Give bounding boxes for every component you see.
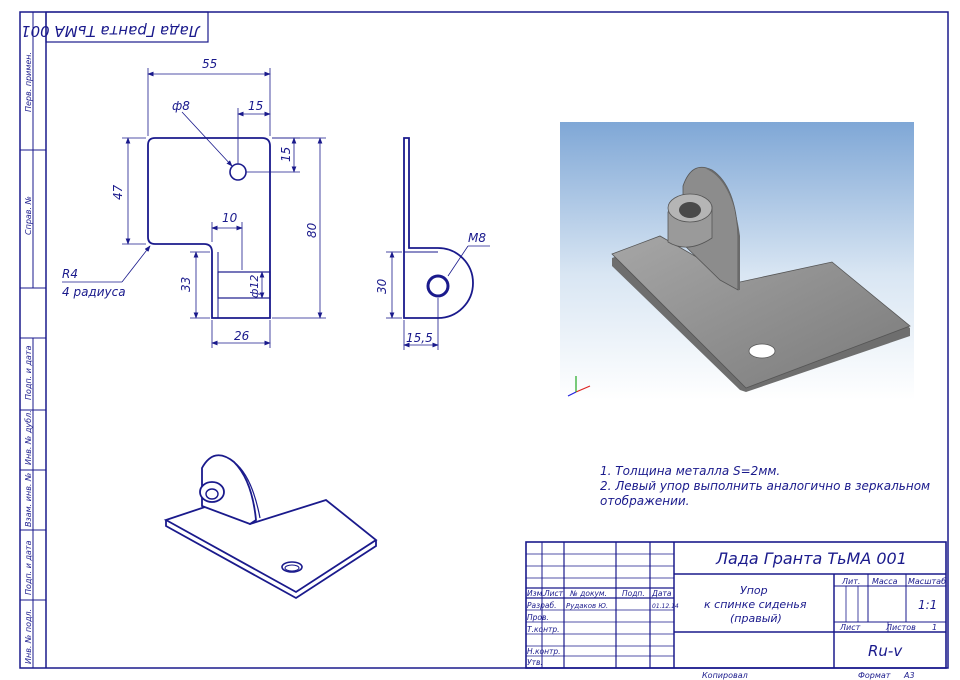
part-name-line-3: (правый) [730,612,782,625]
rotated-designation: Лада Гранта ТьМА 001 [21,22,201,40]
outer-frame [19,11,949,669]
dim-15-5: 15,5 [406,331,433,345]
row-utv: Утв. [527,658,543,667]
sheets-label: Листов [885,623,916,632]
side-label-podp-data-1: Подп. и дата [24,345,33,400]
col-list: Лист [543,589,564,598]
front-view [62,68,326,348]
side-label-vzam-inv: Взам. инв. № [24,473,33,527]
dim-26: 26 [234,329,250,343]
side-label-perv-primen: Перв. примен. [24,52,33,112]
side-label-podp-data-2: Подп. и дата [24,540,33,595]
dim-phi8: ф8 [172,99,190,113]
developer-name: Рудаков Ю. [566,602,608,610]
side-label-inv-dubl: Инв. № дубл. [24,410,33,465]
side-label-inv-podl: Инв. № подл. [24,609,33,664]
format-value: А3 [903,671,915,680]
rotated-designation-box [45,11,209,43]
stamp-designation: Лада Гранта ТьМА 001 [715,549,907,568]
lit-label: Лит. [841,577,860,586]
col-doc: № докум. [569,589,607,598]
developer-date: 01.12.14 [652,603,679,610]
hole-3d [748,343,776,359]
dim-m8: М8 [468,231,486,245]
col-izm: Изм. [527,589,545,598]
scale-label: Масштаб [908,577,946,586]
render-3d [560,122,914,400]
dim-30: 30 [375,278,389,294]
part-name-line-2: к спинке сиденья [704,598,807,611]
note-1: 1. Толщина металла S=2мм. [600,464,781,478]
row-razrab: Разраб. [527,601,556,610]
dim-phi12: ф12 [248,275,261,298]
row-tkontr: Т.контр. [527,625,560,634]
thread-m8-side [426,274,450,298]
dim-55: 55 [202,57,217,71]
scale-value: 1:1 [918,598,937,612]
part-name-line-1: Упор [740,584,768,597]
dim-15-horizontal: 15 [248,99,263,113]
dim-15-vertical: 15 [279,147,293,162]
row-nkontr: Н.контр. [527,647,561,656]
dim-r4: R4 [62,267,78,281]
dim-10: 10 [222,211,238,225]
dim-r4-note: 4 радиуса [62,285,126,299]
copied-label: Копировал [702,671,748,680]
format-label: Формат [858,671,891,680]
col-date: Дата [651,589,672,598]
side-label-sprav: Справ. № [24,196,33,235]
dim-47: 47 [111,184,125,200]
note-3: отображении. [600,494,690,508]
sheets-value: 1 [932,623,937,632]
note-2: 2. Левый упор выполнить аналогично в зер… [600,479,931,493]
dim-33: 33 [179,277,193,292]
technical-notes: 1. Толщина металла S=2мм. 2. Левый упор … [600,464,940,509]
hole-8-front [229,163,247,181]
mass-label: Масса [872,577,898,586]
title-block [525,541,947,669]
dim-80: 80 [305,222,319,238]
sheet-label: Лист [839,623,861,632]
row-prov: Пров. [527,613,549,622]
side-view [386,137,490,350]
col-sign: Подп. [622,589,645,598]
isometric-view [163,454,378,600]
organization: Ru-v [868,642,903,660]
